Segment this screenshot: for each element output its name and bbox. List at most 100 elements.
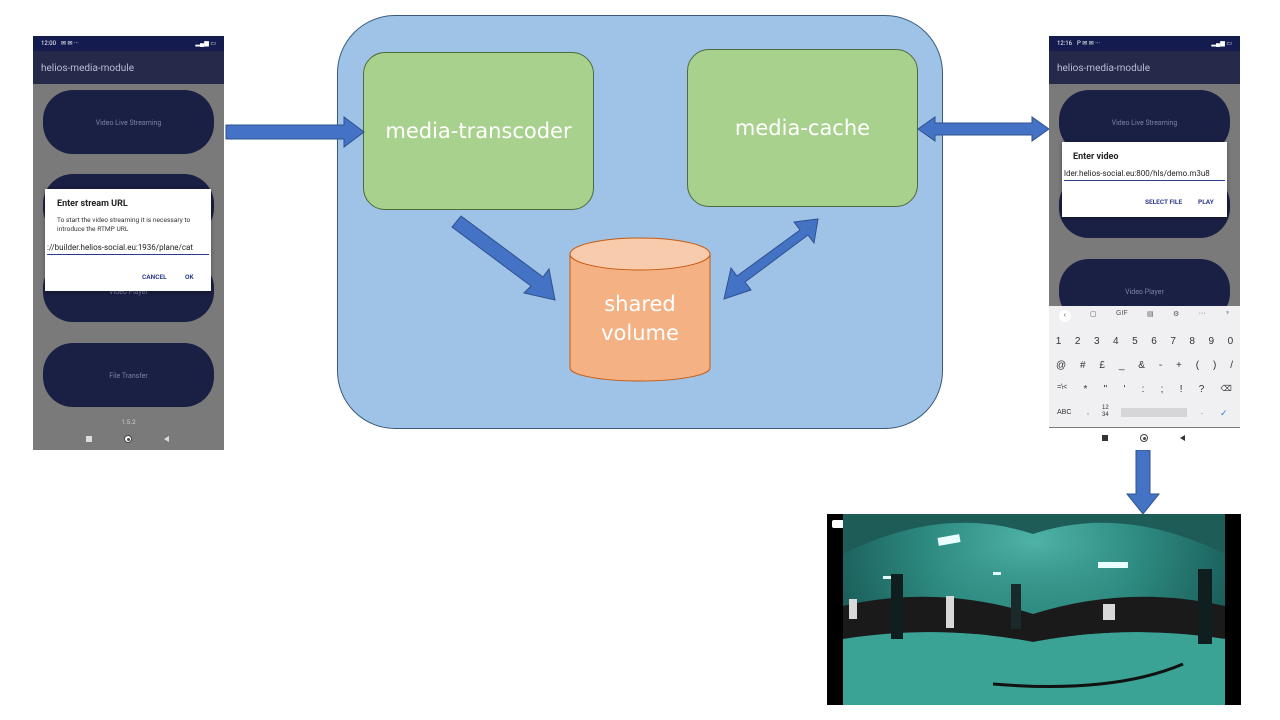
key[interactable]: ; xyxy=(1160,384,1164,395)
video-url-input[interactable]: lder.helios-social.eu:800/hls/demo.m3u8 xyxy=(1064,169,1225,181)
enter-check-icon[interactable]: ✓ xyxy=(1220,408,1228,418)
app-bar: helios-media-module xyxy=(33,51,224,84)
settings-gear-icon[interactable]: ⚙ xyxy=(1173,311,1180,318)
key[interactable]: 1 xyxy=(1055,336,1062,347)
keyboard-collapse-icon[interactable]: ‹ xyxy=(1058,310,1071,322)
status-bar: 12:16 P ✉ ✉ ··· ▂▄▆ ▭ xyxy=(1049,36,1240,51)
keyboard-row-digits: 1 2 3 4 5 6 7 8 9 0 xyxy=(1049,336,1240,347)
left-phone-screenshot: 12:00 ✉ ✉ ··· ▂▄▆ ▭ helios-media-module … xyxy=(33,36,224,450)
vr-video-player[interactable] xyxy=(827,514,1241,705)
key[interactable]: " xyxy=(1103,384,1108,395)
keyboard-row-bottom: ABC 12 34 , . ✓ xyxy=(1049,405,1240,421)
right-phone-screenshot: 12:16 P ✉ ✉ ··· ▂▄▆ ▭ helios-media-modul… xyxy=(1049,36,1240,450)
key[interactable]: 9 xyxy=(1208,336,1215,347)
video-live-streaming-button[interactable]: Video Live Streaming xyxy=(43,90,214,154)
recents-icon[interactable] xyxy=(1102,435,1108,441)
battery-icon: ▂▄▆ ▭ xyxy=(195,40,216,47)
microphone-icon[interactable]: ♆ xyxy=(1225,310,1231,317)
key[interactable]: 4 xyxy=(1113,336,1119,347)
space-bar[interactable] xyxy=(1121,408,1187,417)
home-icon[interactable] xyxy=(1140,434,1148,442)
app-title: helios-media-module xyxy=(41,63,135,74)
keyboard-toolbar: ‹ ▢ GIF ▤ ⚙ ··· ♆ xyxy=(1049,310,1240,322)
stream-url-dialog: Enter stream URL To start the video stre… xyxy=(45,189,211,291)
key[interactable]: 2 xyxy=(1074,336,1081,347)
key[interactable]: # xyxy=(1079,360,1086,371)
status-notification-icons: P ✉ ✉ ··· xyxy=(1077,40,1101,47)
keyboard-row-symbols-2: =\< * " ' : ; ! ? ⌫ xyxy=(1049,384,1240,395)
abc-key[interactable]: ABC xyxy=(1057,409,1072,416)
select-file-button[interactable]: SELECT FILE xyxy=(1145,198,1183,206)
keyboard-row-symbols: @ # £ _ & - + ( ) / xyxy=(1049,360,1240,371)
comma-key[interactable]: , xyxy=(1087,409,1089,416)
key[interactable]: ' xyxy=(1123,384,1126,395)
dialog-title: Enter video xyxy=(1073,152,1119,162)
status-notification-icons: ✉ ✉ ··· xyxy=(61,40,79,47)
file-transfer-button[interactable]: File Transfer xyxy=(43,343,214,407)
key[interactable]: 6 xyxy=(1151,336,1157,347)
backspace-icon[interactable]: ⌫ xyxy=(1220,384,1232,393)
battery-icon: ▂▄▆ ▭ xyxy=(1211,40,1232,47)
android-nav-bar xyxy=(1049,428,1240,450)
key[interactable]: ) xyxy=(1212,360,1217,371)
key[interactable]: / xyxy=(1230,360,1233,371)
key[interactable]: * xyxy=(1083,384,1088,395)
app-bar: helios-media-module xyxy=(1049,51,1240,84)
back-icon[interactable] xyxy=(164,436,169,442)
key[interactable]: & xyxy=(1138,360,1145,371)
cardboard-vr-icon[interactable] xyxy=(832,520,844,528)
key[interactable]: : xyxy=(1141,384,1145,395)
ok-button[interactable]: OK xyxy=(185,273,194,281)
clipboard-icon[interactable]: ▤ xyxy=(1147,311,1154,318)
recents-icon[interactable] xyxy=(86,436,92,442)
key[interactable]: 8 xyxy=(1189,336,1195,347)
key[interactable]: 3 xyxy=(1093,336,1100,347)
shared-volume-label: shared volume xyxy=(570,290,710,348)
back-icon[interactable] xyxy=(1180,435,1185,441)
key[interactable]: 0 xyxy=(1227,336,1234,347)
key[interactable]: - xyxy=(1158,360,1163,371)
key[interactable]: 5 xyxy=(1132,336,1138,347)
play-button[interactable]: PLAY xyxy=(1198,198,1214,206)
arrow-phone-to-video xyxy=(1125,449,1161,515)
arrow-volume-cache-bidirectional xyxy=(723,218,819,300)
enter-video-dialog: Enter video lder.helios-social.eu:800/hl… xyxy=(1062,142,1227,217)
shared-volume-line2: volume xyxy=(601,321,679,345)
key[interactable]: 7 xyxy=(1170,336,1176,347)
key[interactable]: @ xyxy=(1055,360,1067,371)
status-time: 12:16 xyxy=(1057,40,1072,47)
cancel-button[interactable]: CANCEL xyxy=(142,273,167,281)
key[interactable]: £ xyxy=(1099,360,1105,371)
more-options-icon[interactable]: ··· xyxy=(1198,310,1206,317)
key[interactable]: =\< xyxy=(1057,384,1068,391)
dialog-text: To start the video streaming it is neces… xyxy=(57,216,191,233)
arrow-transcoder-to-volume xyxy=(451,215,556,301)
dialog-title: Enter stream URL xyxy=(57,199,128,209)
version-label: 1.5.2 xyxy=(121,418,136,426)
app-title: helios-media-module xyxy=(1057,63,1151,74)
key[interactable]: ? xyxy=(1198,384,1205,395)
key[interactable]: ( xyxy=(1195,360,1200,371)
home-icon[interactable] xyxy=(124,435,132,443)
arrow-phone-to-transcoder xyxy=(225,116,365,148)
sticker-icon[interactable]: ▢ xyxy=(1090,311,1097,318)
media-cache-box: media-cache xyxy=(687,49,918,207)
panorama-scene xyxy=(843,514,1225,705)
android-nav-bar xyxy=(33,430,224,450)
stream-url-input[interactable]: ://builder.helios-social.eu:1936/plane/c… xyxy=(47,243,209,255)
numpad-key[interactable]: 12 34 xyxy=(1102,405,1109,418)
shared-volume-cylinder xyxy=(569,237,711,382)
period-key[interactable]: . xyxy=(1201,409,1203,416)
key[interactable]: ! xyxy=(1179,384,1183,395)
arrow-cache-phone-bidirectional xyxy=(917,116,1050,142)
soft-keyboard: ‹ ▢ GIF ▤ ⚙ ··· ♆ 1 2 3 4 5 6 7 8 9 0 @ … xyxy=(1049,306,1240,427)
360-panorama-frame xyxy=(843,514,1225,705)
shared-volume-line1: shared xyxy=(604,292,676,316)
status-bar: 12:00 ✉ ✉ ··· ▂▄▆ ▭ xyxy=(33,36,224,51)
media-cache-label: media-cache xyxy=(734,116,871,140)
key[interactable]: _ xyxy=(1118,360,1125,371)
gif-button[interactable]: GIF xyxy=(1116,310,1128,317)
key[interactable]: + xyxy=(1176,360,1182,371)
media-transcoder-box: media-transcoder xyxy=(363,52,594,210)
